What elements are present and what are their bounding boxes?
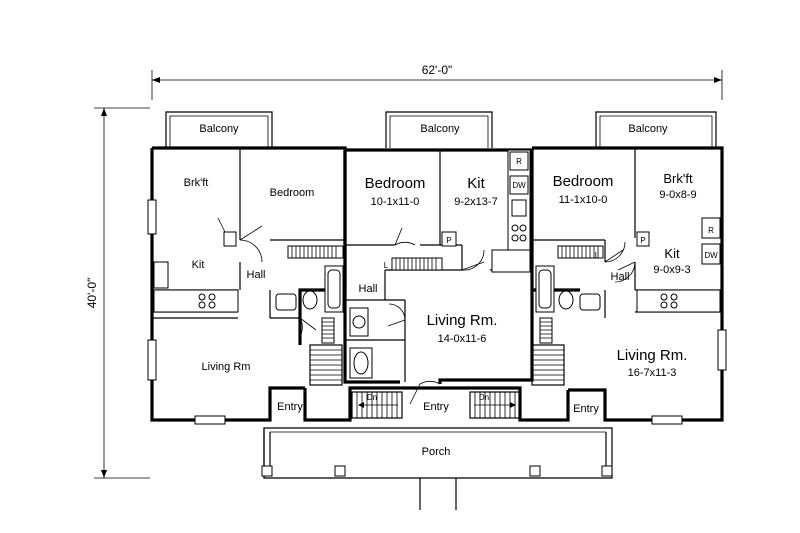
svg-text:Balcony: Balcony xyxy=(199,123,239,135)
svg-text:L: L xyxy=(384,261,389,270)
svg-text:P: P xyxy=(640,236,645,245)
dishwasher-center xyxy=(509,175,529,195)
left-breakfast-label: Brk'ft xyxy=(184,177,209,189)
right-kitchen-size: 9-0x9-3 xyxy=(653,264,690,276)
toilet-right xyxy=(558,290,574,310)
closets xyxy=(287,245,604,344)
door-swings xyxy=(217,217,636,405)
balcony-center: Balcony xyxy=(385,111,493,148)
stairs xyxy=(309,344,565,419)
left-kitchen-label: Kit xyxy=(192,259,205,271)
left-bedroom-label: Bedroom xyxy=(270,187,315,199)
sink-left xyxy=(275,293,297,311)
porch: Porch xyxy=(261,427,613,510)
svg-text:L: L xyxy=(595,251,600,260)
center-living-label: Living Rm. xyxy=(427,312,498,329)
right-living-size: 16-7x11-3 xyxy=(628,367,677,379)
center-kitchen-label: Kit xyxy=(467,175,485,192)
left-unit: Brk'ft Bedroom Kit Hall Living Rm Entry xyxy=(184,177,315,413)
right-bedroom-size: 11-1x10-0 xyxy=(559,194,608,206)
right-unit: Bedroom 11-1x10-0 Brk'ft 9-0x8-9 Kit 9-0… xyxy=(553,171,697,415)
svg-text:R: R xyxy=(516,157,522,166)
right-entry-label: Entry xyxy=(573,403,599,415)
fridge-right xyxy=(701,217,721,239)
svg-text:DW: DW xyxy=(512,181,526,190)
svg-text:Balcony: Balcony xyxy=(420,123,460,135)
width-dimension: 62'-0" xyxy=(151,63,723,100)
center-unit: Bedroom 10-1x11-0 Kit 9-2x13-7 Hall Livi… xyxy=(359,175,498,413)
right-hall-label: Hall xyxy=(611,271,630,283)
appliance-labels: R DW P L R DW P L xyxy=(384,157,718,270)
center-living-size: 14-0x11-6 xyxy=(438,333,487,345)
center-hall-label: Hall xyxy=(359,283,378,295)
dishwasher-right xyxy=(701,243,721,265)
left-hall-label: Hall xyxy=(247,269,266,281)
center-bedroom-size: 10-1x11-0 xyxy=(371,196,420,208)
center-kitchen-size: 9-2x13-7 xyxy=(454,196,497,208)
left-living-label: Living Rm xyxy=(202,361,251,373)
windows xyxy=(147,199,727,425)
kitchen-fixtures xyxy=(153,149,721,313)
fridge-center xyxy=(509,151,529,171)
svg-text:R: R xyxy=(708,226,714,235)
left-entry-label: Entry xyxy=(277,401,303,413)
right-breakfast-size: 9-0x8-9 xyxy=(659,189,696,201)
fridge-left xyxy=(153,261,169,289)
depth-label: 40'-0" xyxy=(85,278,99,309)
svg-text:Balcony: Balcony xyxy=(628,123,668,135)
balcony-right: Balcony xyxy=(595,111,717,148)
svg-text:P: P xyxy=(446,236,451,245)
toilet-left xyxy=(302,290,318,310)
depth-dimension: 40'-0" xyxy=(85,107,150,479)
center-entry-label: Entry xyxy=(423,401,449,413)
balcony-left: Balcony xyxy=(165,111,273,148)
bath-fixtures xyxy=(275,265,601,379)
sink-right xyxy=(579,293,601,311)
right-kitchen-label: Kit xyxy=(664,246,680,261)
porch-label: Porch xyxy=(422,446,451,458)
width-label: 62'-0" xyxy=(422,63,453,77)
right-bedroom-label: Bedroom xyxy=(553,173,614,190)
stair-down-left-label: Dn xyxy=(367,393,377,402)
stair-down-right-label: Dn xyxy=(479,393,489,402)
right-living-label: Living Rm. xyxy=(617,347,688,364)
center-bedroom-label: Bedroom xyxy=(365,175,426,192)
svg-text:DW: DW xyxy=(704,251,718,260)
right-breakfast-label: Brk'ft xyxy=(663,171,693,186)
exterior-walls xyxy=(150,146,724,422)
